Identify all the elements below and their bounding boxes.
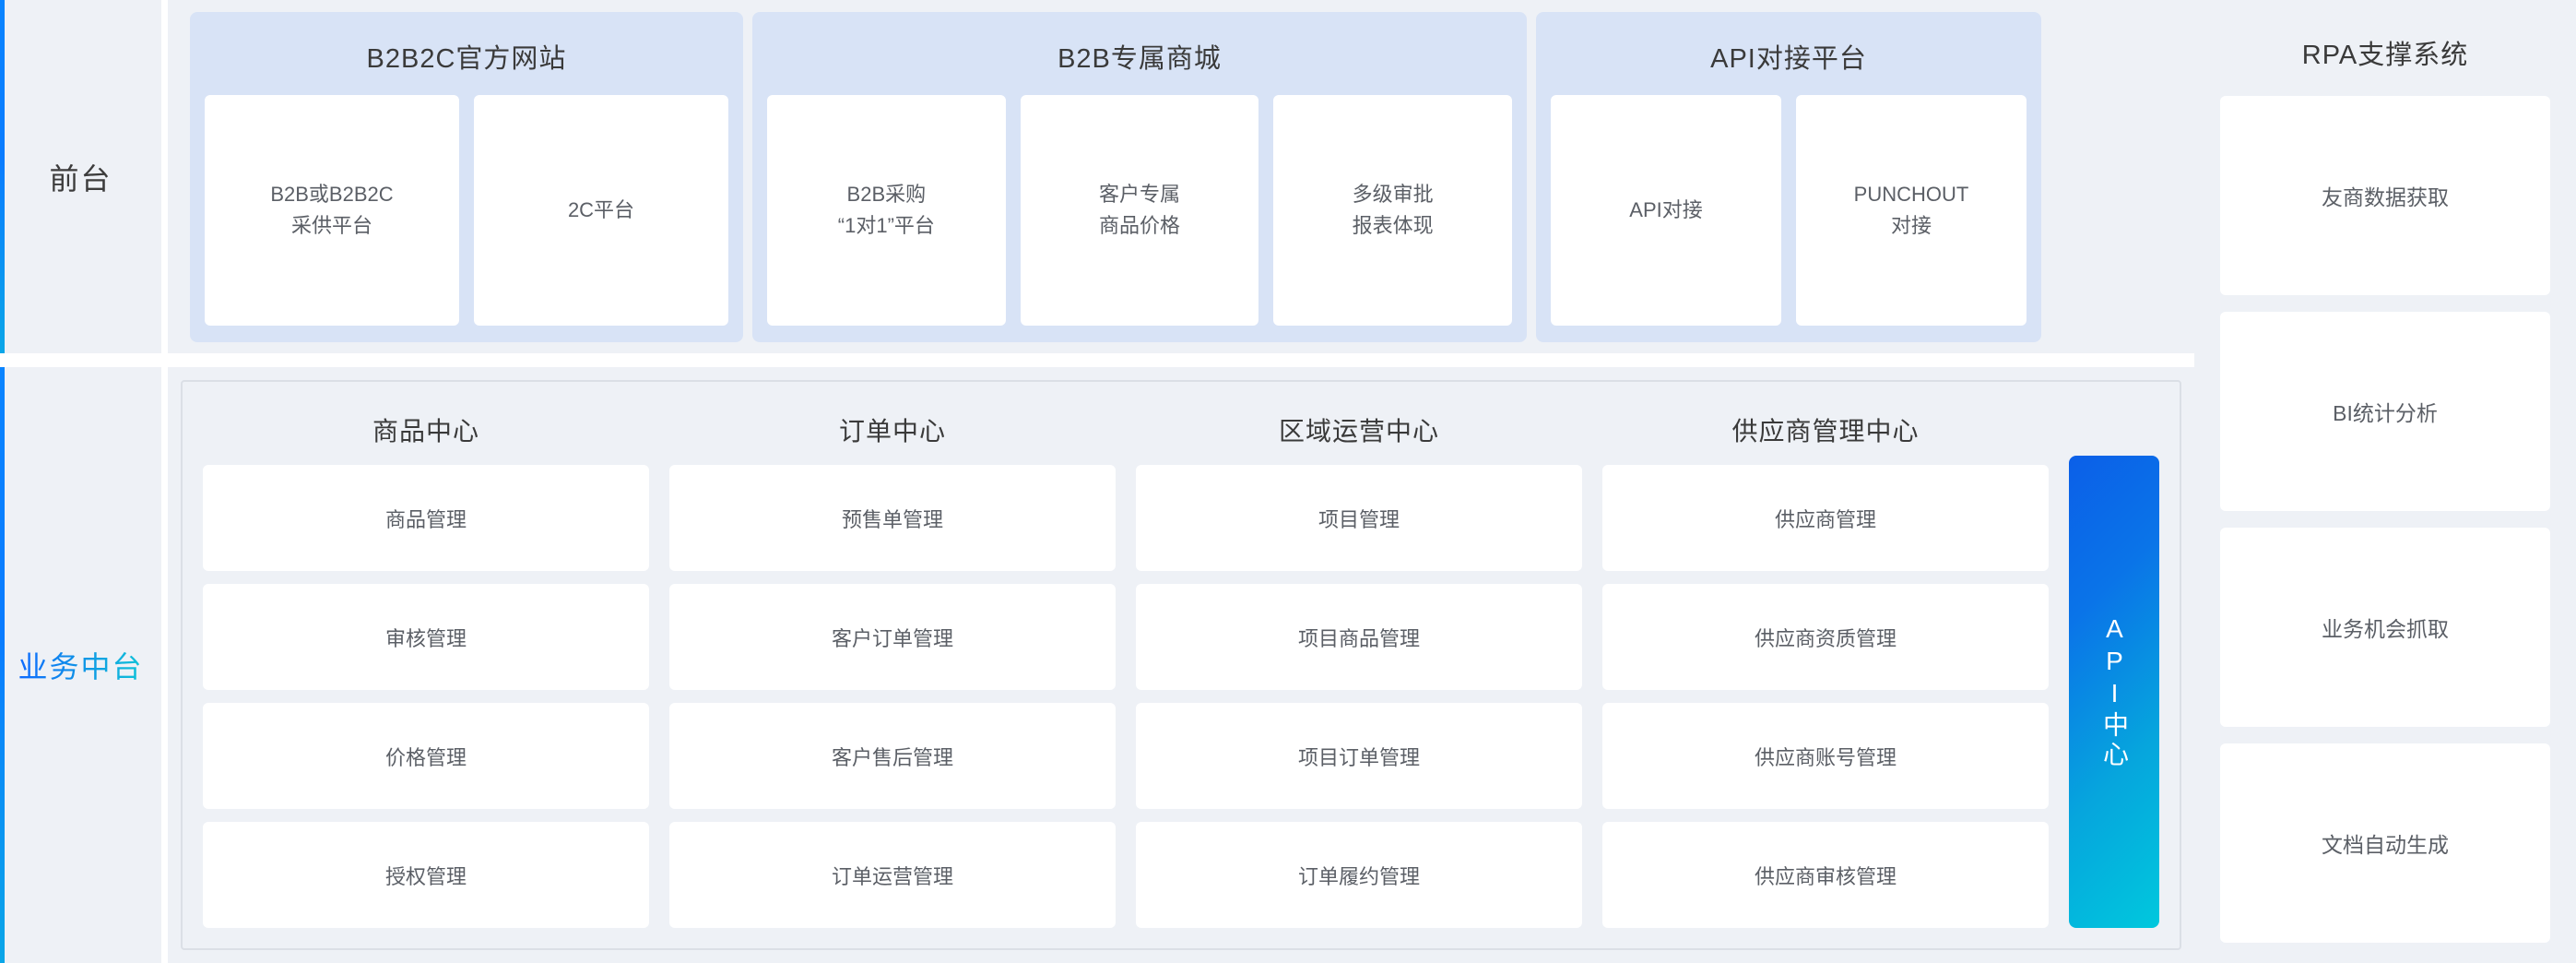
api-center-wrap: API中心 [2069, 398, 2159, 928]
group-title: API对接平台 [1710, 43, 1867, 74]
business-middle-frame: 商品中心 商品管理 审核管理 价格管理 授权管理 订单中心 预售单管理 客户订单… [181, 380, 2181, 950]
mid-card-supplier-management[interactable]: 供应商管理 [1602, 465, 2049, 571]
mid-card-project-order-management[interactable]: 项目订单管理 [1136, 703, 1582, 809]
mid-column-cards: 商品管理 审核管理 价格管理 授权管理 [203, 465, 649, 928]
tile-customer-exclusive-price[interactable]: 客户专属商品价格 [1020, 95, 1259, 326]
tile-multi-level-approval-report[interactable]: 多级审批报表体现 [1273, 95, 1513, 326]
mid-column-title: 区域运营中心 [1278, 417, 1439, 446]
mid-card-presale-order-management[interactable]: 预售单管理 [669, 465, 1116, 571]
rpa-card-bi-statistical-analysis[interactable]: BI统计分析 [2220, 312, 2550, 511]
group-title: B2B2C官方网站 [366, 43, 567, 74]
label-column-spacer [0, 353, 161, 367]
tile-label: 2C平台 [567, 197, 635, 221]
mid-column-cards: 供应商管理 供应商资质管理 供应商账号管理 供应商审核管理 [1602, 465, 2049, 928]
mid-card-project-management[interactable]: 项目管理 [1136, 465, 1582, 571]
mid-column-product-center: 商品中心 商品管理 审核管理 价格管理 授权管理 [203, 398, 649, 928]
rpa-cards: 友商数据获取 BI统计分析 业务机会抓取 文档自动生成 [2220, 96, 2550, 943]
mid-column-cards: 项目管理 项目商品管理 项目订单管理 订单履约管理 [1136, 465, 1582, 928]
accent-bar-icon [0, 367, 5, 963]
group-title: B2B专属商城 [1058, 43, 1222, 74]
front-stage-label-panel: 前台 [0, 0, 161, 353]
mid-card-project-product-management[interactable]: 项目商品管理 [1136, 584, 1582, 690]
left-label-column: 前台 业务中台 [0, 0, 161, 963]
mid-column-title: 供应商管理中心 [1731, 417, 1920, 446]
mid-column-title: 商品中心 [372, 417, 479, 446]
column-gap [161, 0, 168, 963]
rpa-card-document-auto-generation[interactable]: 文档自动生成 [2220, 743, 2550, 943]
tile-label: 客户专属商品价格 [1099, 182, 1181, 237]
front-stage-label: 前台 [49, 161, 112, 196]
mid-card-product-management[interactable]: 商品管理 [203, 465, 649, 571]
mid-card-customer-aftersales-management[interactable]: 客户售后管理 [669, 703, 1116, 809]
tile-2c-platform[interactable]: 2C平台 [474, 95, 728, 326]
mid-card-supplier-qualification-management[interactable]: 供应商资质管理 [1602, 584, 2049, 690]
rpa-card-business-opportunity-capture[interactable]: 业务机会抓取 [2220, 528, 2550, 727]
mid-card-supplier-audit-management[interactable]: 供应商审核管理 [1602, 822, 2049, 928]
row-gap [168, 353, 2194, 367]
mid-column-cards: 预售单管理 客户订单管理 客户售后管理 订单运营管理 [669, 465, 1116, 928]
rpa-card-competitor-data-acquisition[interactable]: 友商数据获取 [2220, 96, 2550, 295]
rpa-support-column: RPA支撑系统 友商数据获取 BI统计分析 业务机会抓取 文档自动生成 [2194, 0, 2576, 963]
mid-card-customer-order-management[interactable]: 客户订单管理 [669, 584, 1116, 690]
group-card-b2b-mall: B2B专属商城 B2B采购“1对1”平台 客户专属商品价格 多级审批报表体现 [752, 11, 1527, 342]
rpa-title: RPA支撑系统 [2301, 41, 2469, 70]
tile-label: API对接 [1629, 197, 1703, 221]
mid-card-order-fulfillment-management[interactable]: 订单履约管理 [1136, 822, 1582, 928]
api-center-bar[interactable]: API中心 [2069, 456, 2159, 928]
mid-column-region-operation-center: 区域运营中心 项目管理 项目商品管理 项目订单管理 订单履约管理 [1136, 398, 1582, 928]
business-middle-label: 业务中台 [18, 644, 143, 686]
mid-column-supplier-management-center: 供应商管理中心 供应商管理 供应商资质管理 供应商账号管理 供应商审核管理 [1602, 398, 2049, 928]
mid-column-title: 订单中心 [838, 417, 946, 446]
mid-card-audit-management[interactable]: 审核管理 [203, 584, 649, 690]
mid-card-price-management[interactable]: 价格管理 [203, 703, 649, 809]
accent-bar-icon [0, 0, 5, 353]
tile-b2b-one-to-one-platform[interactable]: B2B采购“1对1”平台 [767, 95, 1006, 326]
mid-column-order-center: 订单中心 预售单管理 客户订单管理 客户售后管理 订单运营管理 [669, 398, 1116, 928]
mid-card-supplier-account-management[interactable]: 供应商账号管理 [1602, 703, 2049, 809]
group-tiles: B2B采购“1对1”平台 客户专属商品价格 多级审批报表体现 [767, 95, 1513, 326]
tile-label: B2B采购“1对1”平台 [837, 182, 935, 237]
business-middle-label-panel: 业务中台 [0, 367, 161, 963]
api-center-label: API中心 [2100, 613, 2129, 770]
tile-api-integration[interactable]: API对接 [1551, 95, 1781, 326]
business-middle-row: 商品中心 商品管理 审核管理 价格管理 授权管理 订单中心 预售单管理 客户订单… [168, 367, 2194, 963]
mid-card-order-operation-management[interactable]: 订单运营管理 [669, 822, 1116, 928]
tile-label: 多级审批报表体现 [1352, 182, 1434, 237]
mid-card-authorization-management[interactable]: 授权管理 [203, 822, 649, 928]
